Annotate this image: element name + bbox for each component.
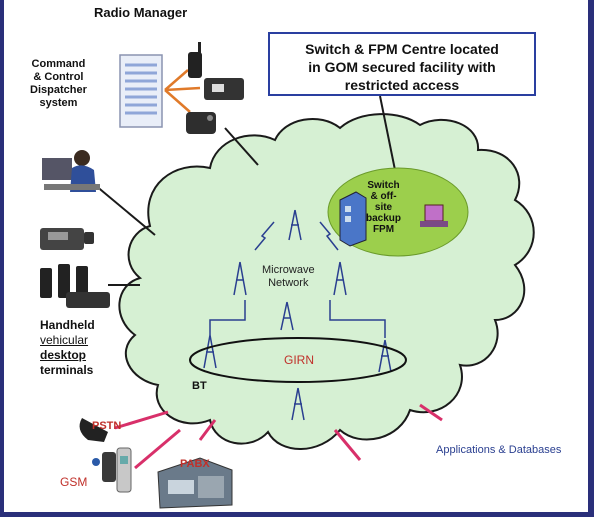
dispatcher-label-line-2: & Control [33, 71, 84, 83]
radio-manager-label: Radio Manager [94, 5, 188, 20]
terminals-label-line-2: vehicular [40, 333, 89, 347]
dispatcher-label: Command & Control Dispatcher system [30, 58, 87, 110]
dispatcher-label-line-1: Command [31, 58, 86, 70]
link-line-operator [94, 184, 156, 236]
pabx-phone-icon [157, 457, 233, 509]
handheld-radio-icon [40, 228, 110, 308]
pabx-label: PABX [180, 458, 210, 470]
pstn-label: PSTN [92, 420, 122, 432]
mobile-phone-icon [92, 447, 132, 493]
terminals-label: Handheld vehicular desktop terminals [40, 318, 95, 378]
microwave-label-line-1: Microwave [262, 264, 315, 276]
link-line-callout [379, 95, 396, 171]
backup-site-label: Switch & off- site backup FPM [366, 180, 401, 235]
facility-callout: Switch & FPM Centre located in GOM secur… [268, 32, 536, 96]
microwave-network-label: Microwave Network [262, 264, 315, 290]
radio-icon [186, 42, 244, 134]
phone-icon [79, 418, 108, 442]
backup-label-line-4: backup [366, 213, 402, 224]
callout-line-3: restricted access [344, 77, 460, 93]
terminals-label-line-3: desktop [40, 348, 87, 362]
microwave-link-icons [209, 221, 386, 338]
terminals-label-line-1: Handheld [40, 318, 95, 332]
server-icon [339, 191, 367, 247]
backup-label-line-1: Switch [367, 180, 400, 191]
gsm-label: GSM [60, 475, 88, 489]
backup-label-line-5: FPM [372, 224, 395, 235]
external-links [114, 403, 443, 470]
dispatcher-screen-icon [119, 54, 163, 128]
dispatcher-label-line-4: system [39, 97, 78, 109]
applications-label: Applications & Databases [436, 444, 562, 456]
microwave-label-line-2: Network [268, 277, 309, 289]
link-line-radio [224, 127, 259, 166]
operator-icon [42, 150, 100, 192]
dispatcher-label-line-3: Dispatcher [30, 84, 87, 96]
laptop-icon [420, 204, 448, 227]
backup-label-line-2: & off- [370, 191, 397, 202]
dispatcher-arrows [164, 69, 201, 113]
callout-line-2: in GOM secured facility with [308, 59, 496, 75]
girn-label: GIRN [284, 353, 314, 367]
network-cloud [118, 113, 535, 450]
bt-label: BT [192, 380, 207, 392]
tower-icon [203, 209, 392, 421]
callout-line-1: Switch & FPM Centre located [305, 41, 499, 57]
terminals-label-line-4: terminals [40, 363, 94, 377]
girn-ring [189, 337, 407, 383]
backup-label-line-3: site [374, 202, 393, 213]
